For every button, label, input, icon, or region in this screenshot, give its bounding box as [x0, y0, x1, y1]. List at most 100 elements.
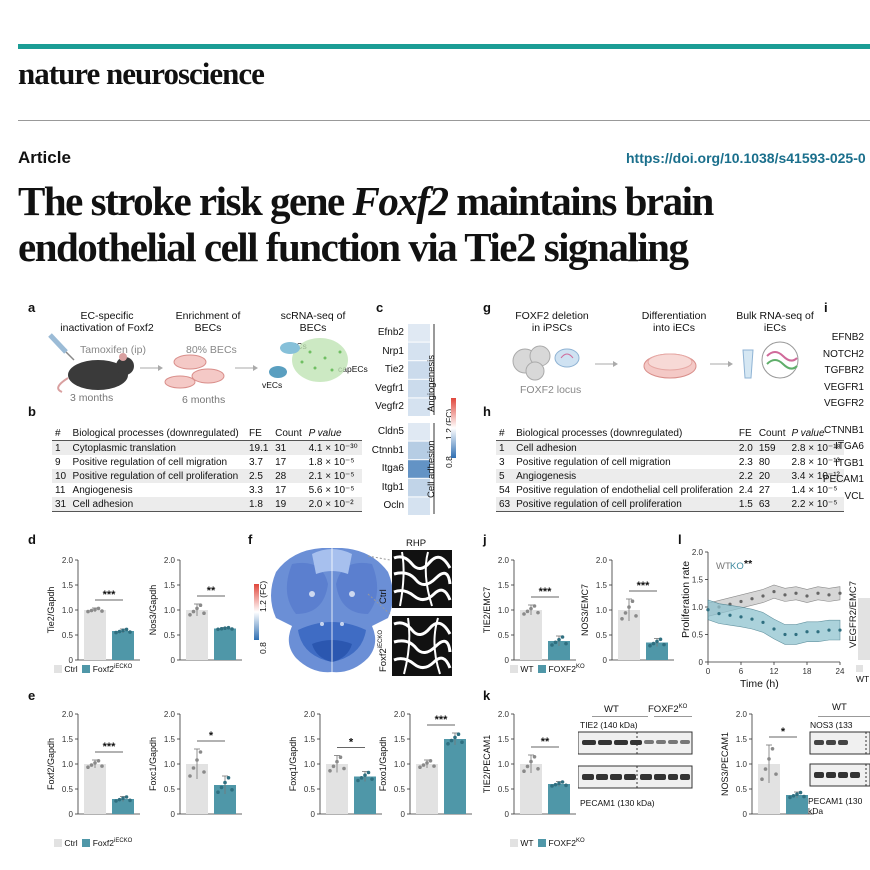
- panel-g-schematic: [512, 341, 799, 381]
- k-blot-wt: WT: [604, 704, 619, 715]
- data-point: [421, 763, 426, 767]
- y-axis-label: TIE2/PECAM1: [482, 735, 492, 794]
- l-point: [794, 591, 798, 595]
- panel-f-brain-map: [254, 548, 452, 676]
- data-point: [117, 629, 122, 634]
- data-point: [93, 607, 97, 612]
- data-point: [630, 599, 635, 603]
- panel-label-k: k: [483, 688, 491, 703]
- k-blot2-wt: WT: [832, 702, 847, 713]
- data-point: [100, 764, 104, 768]
- a-cluster-vec: vECs: [262, 380, 283, 390]
- b-cell: 1.8: [246, 497, 273, 512]
- legend-mouse-e: Ctrl Foxf2iECKO: [54, 838, 132, 848]
- h-header: #: [496, 426, 514, 441]
- data-point: [128, 798, 132, 803]
- data-point: [770, 747, 775, 751]
- y-tick-label: 1.5: [498, 735, 510, 744]
- b-cell: 31: [275, 442, 287, 454]
- data-point: [460, 740, 464, 744]
- c-heat-cell: [408, 398, 430, 416]
- y-axis-label: Foxc1/Gapdh: [148, 737, 158, 791]
- data-point: [522, 769, 526, 773]
- h-cell: 63: [755, 497, 789, 512]
- h-cell: Cell adhesion: [516, 442, 577, 454]
- y-tick-label: 0: [311, 810, 316, 819]
- g-step3: Bulk RNA-seq of iECs: [736, 310, 814, 334]
- legend-ko-label: Foxf2: [92, 838, 114, 848]
- c-heat-cell: [408, 478, 430, 497]
- bar: [416, 764, 438, 814]
- y-tick-label: 1.0: [498, 606, 510, 615]
- c-gene-label: Ocln: [383, 500, 404, 512]
- b-cell: 3.3: [249, 484, 263, 496]
- y-tick-label: 0.5: [498, 785, 510, 794]
- k-blot1-top-label: TIE2 (140 kDa): [580, 720, 638, 730]
- c-colorbar: [451, 398, 456, 458]
- y-tick-label: 2.0: [164, 710, 176, 719]
- panel-label-j: j: [483, 532, 487, 547]
- b-cell: 11: [55, 484, 66, 496]
- b-cell: 19.1: [249, 442, 269, 454]
- y-tick-label: 0: [69, 810, 74, 819]
- doi-link[interactable]: https://doi.org/10.1038/s41593-025-0: [626, 150, 866, 166]
- data-point: [553, 640, 558, 645]
- l-sig: **: [744, 558, 753, 570]
- l-point: [827, 593, 831, 597]
- data-point: [560, 635, 565, 639]
- b-cell: 17: [275, 456, 287, 468]
- h-cell: Positive regulation of cell migration: [516, 456, 671, 468]
- data-point: [428, 759, 433, 763]
- syringe-icon: [48, 333, 75, 361]
- sig-label: *: [781, 726, 786, 738]
- c-heat-cell: [408, 361, 430, 379]
- data-point: [453, 735, 457, 740]
- data-point: [522, 612, 526, 616]
- clip-bar: [858, 598, 870, 660]
- data-point: [662, 642, 666, 647]
- b-cell: 1: [55, 442, 61, 454]
- sig-label: ***: [435, 714, 449, 726]
- l-x-tick-label: 18: [803, 667, 812, 676]
- y-tick-label: 2.0: [62, 710, 74, 719]
- f-ko-name: Foxf2: [378, 648, 390, 672]
- data-point: [230, 627, 234, 631]
- data-point: [198, 603, 203, 607]
- data-point: [188, 613, 192, 617]
- data-point: [525, 609, 530, 614]
- b-cell: 2.0 × 10⁻²: [305, 497, 362, 512]
- h-header: Count: [755, 426, 789, 441]
- data-point: [328, 769, 332, 773]
- l-point: [717, 612, 721, 616]
- data-point: [529, 759, 533, 764]
- panel-label-g: g: [483, 300, 491, 315]
- data-point: [93, 761, 97, 765]
- l-y-tick-label: 1.0: [692, 603, 704, 612]
- data-point: [651, 641, 656, 646]
- l-legend-wt: WT: [716, 561, 731, 572]
- data-point: [446, 742, 450, 746]
- l-point: [772, 627, 776, 631]
- c-gene-label: Vegfr2: [375, 401, 404, 413]
- g-step2: Differentiation into iECs: [641, 310, 707, 334]
- sig-label: ***: [103, 741, 117, 753]
- l-point: [794, 632, 798, 637]
- f-region-label: RHP: [406, 538, 427, 549]
- legend-ctrl-label: Ctrl: [64, 664, 78, 674]
- data-point: [96, 606, 101, 611]
- h-cell: 2.2 × 10⁻⁵: [788, 497, 844, 512]
- bar: [444, 739, 466, 814]
- legend-human-k: WT FOXF2KO: [510, 838, 585, 848]
- k-blot-ko-name: FOXF2: [648, 704, 679, 716]
- data-point: [195, 606, 199, 611]
- y-axis-label: Foxf2/Gapdh: [46, 738, 56, 790]
- data-point: [655, 639, 659, 644]
- data-point: [86, 765, 90, 769]
- i-gene-label: NOTCH2: [822, 348, 864, 360]
- l-point: [706, 608, 710, 612]
- data-point: [532, 755, 537, 759]
